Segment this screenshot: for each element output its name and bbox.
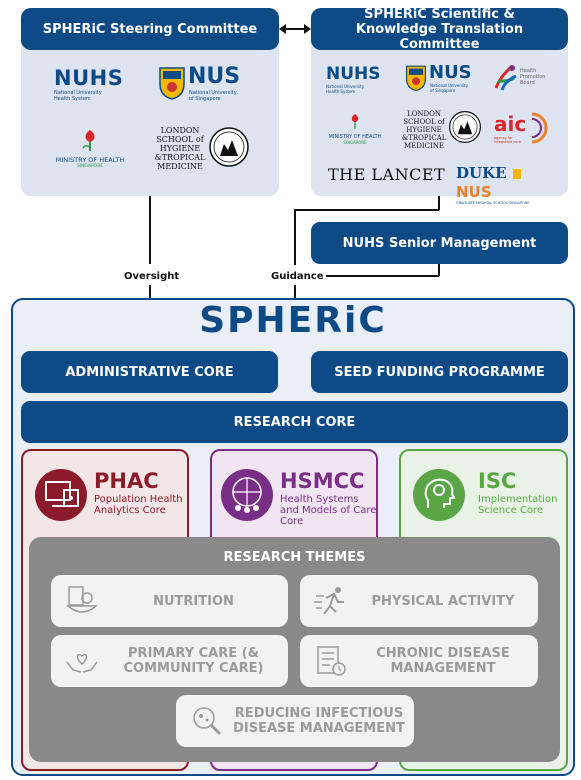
- checklist-icon: [317, 646, 346, 676]
- lshtm-crest-icon: [449, 111, 481, 143]
- oversight-line-bottom: [149, 285, 151, 298]
- globe-people-icon: [221, 469, 273, 521]
- phac-abbr: PHAC: [94, 469, 159, 493]
- senior-mgmt-line-down: [438, 264, 440, 276]
- theme-primary-care: PRIMARY CARE (& COMMUNITY CARE): [51, 635, 288, 687]
- theme-chronic-disease: CHRONIC DISEASE MANAGEMENT: [300, 635, 538, 687]
- moh-logo: MINISTRY OF HEALTH SINGAPORE: [52, 128, 128, 169]
- steering-committee-title: SPHERiC Steering Committee: [42, 21, 258, 37]
- theme-infectious-disease: REDUCING INFECTIOUS DISEASE MANAGEMENT: [176, 695, 414, 747]
- nuhs-logo: NUHS National University Health System: [54, 66, 124, 102]
- isc-abbr: ISC: [478, 469, 517, 493]
- administrative-core-box: ADMINISTRATIVE CORE: [21, 351, 278, 393]
- lshtm-logo: LONDON SCHOOL of HYGIENE &TROPICAL MEDIC…: [154, 126, 254, 171]
- hsmcc-abbr: HSMCC: [280, 469, 365, 493]
- spheric-title: SPHERiC: [199, 300, 387, 341]
- scientific-committee-title: SPHERiC Scientific & Knowledge Translati…: [355, 6, 524, 52]
- nus-logo: NUS National University of Singapore: [405, 62, 475, 96]
- oversight-line-top: [149, 196, 151, 264]
- moh-flower-icon: [351, 114, 359, 129]
- research-themes-title: RESEARCH THEMES: [223, 550, 366, 565]
- care-hands-icon: [66, 653, 98, 673]
- steering-committee-header: SPHERiC Steering Committee: [21, 8, 279, 50]
- guidance-line-vertical: [294, 209, 296, 265]
- hsmcc-name: Health Systems and Models of Care Core: [280, 494, 377, 527]
- seed-funding-programme-box: SEED FUNDING PROGRAMME: [311, 351, 568, 393]
- nus-crest-icon: [405, 65, 427, 92]
- running-icon: [314, 587, 344, 615]
- scientific-committee-header: SPHERiC Scientific & Knowledge Translati…: [311, 6, 568, 52]
- guidance-label: Guidance: [271, 271, 324, 282]
- head-gear-icon: [413, 469, 465, 521]
- nuhs-logo: NUHS National University Health System: [326, 64, 381, 94]
- phac-name: Population Health Analytics Core: [94, 494, 183, 516]
- aic-logo: aic agency for integrated care: [494, 110, 550, 146]
- senior-mgmt-line-horizontal: [326, 275, 439, 277]
- nutrition-icon: [65, 586, 99, 613]
- nuhs-senior-management-box: NUHS Senior Management: [311, 222, 568, 264]
- duke-nus-logo: DUKE NUS GRADUATE MEDICAL SCHOOL SINGAPO…: [456, 164, 530, 205]
- bidirectional-arrow-icon: [279, 24, 311, 34]
- oversight-label: Oversight: [124, 271, 180, 282]
- guidance-line-from-scientific: [438, 196, 440, 210]
- theme-nutrition: NUTRITION: [51, 575, 288, 627]
- nus-crest-icon: [159, 67, 185, 100]
- nus-logo: NUS National University of Singapore: [158, 64, 248, 108]
- analytics-computer-icon: [35, 469, 87, 521]
- theme-physical-activity: PHYSICAL ACTIVITY: [300, 575, 538, 627]
- isc-name: Implementation Science Core: [478, 494, 558, 516]
- guidance-line-horizontal: [294, 209, 439, 211]
- guidance-line-bottom: [294, 285, 296, 298]
- lshtm-crest-icon: [209, 127, 249, 167]
- moh-logo: MINISTRY OF HEALTH SINGAPORE: [322, 112, 388, 145]
- research-core-box: RESEARCH CORE: [21, 401, 568, 443]
- lancet-logo: THE LANCET: [328, 165, 446, 184]
- hpb-figure-icon: [494, 65, 517, 91]
- lshtm-logo: LONDON SCHOOL of HYGIENE &TROPICAL MEDIC…: [402, 110, 484, 150]
- aic-arc-icon: [531, 112, 548, 144]
- duke-nus-crest-icon: [512, 168, 521, 179]
- moh-flower-icon: [82, 130, 95, 151]
- microbe-icon: [193, 707, 222, 736]
- hpb-logo: Health Promotion Board: [492, 64, 552, 94]
